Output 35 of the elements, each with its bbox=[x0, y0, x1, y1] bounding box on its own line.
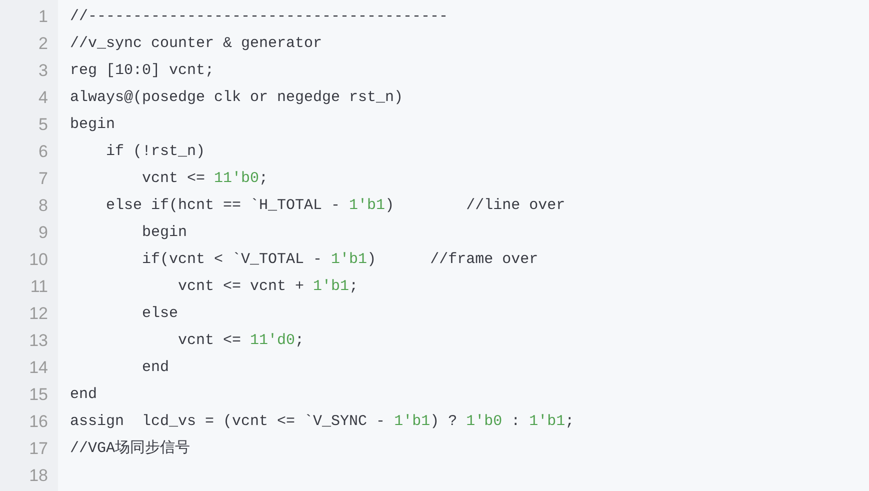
code-line: reg [10:0] vcnt; bbox=[70, 61, 214, 81]
line-number: 13 bbox=[28, 331, 48, 351]
line-number: 9 bbox=[38, 223, 48, 243]
code-line: if(vcnt < `V_TOTAL - 1'b1) //frame over bbox=[141, 250, 538, 270]
code-line: assign lcd_vs = (vcnt <= `V_SYNC - 1'b1) ? 1'b0 : 1'b1; bbox=[70, 412, 574, 432]
line-number: 12 bbox=[28, 304, 48, 324]
line-number: 3 bbox=[38, 61, 48, 81]
code-line: end bbox=[141, 358, 170, 378]
code-line: begin bbox=[70, 115, 116, 135]
code-line: always@(posedge clk or negedge rst_n) bbox=[70, 88, 404, 108]
code-line: vcnt <= 11'd0; bbox=[177, 331, 304, 351]
code-line: else bbox=[141, 304, 178, 324]
code-line: if (!rst_n) bbox=[105, 142, 206, 162]
code-line: end bbox=[70, 385, 98, 405]
line-number: 4 bbox=[38, 88, 48, 108]
code-line: begin bbox=[141, 223, 188, 243]
line-number: 14 bbox=[28, 358, 48, 378]
code-comment: //VGA场同步信号 bbox=[70, 439, 190, 459]
line-number: 6 bbox=[38, 142, 48, 162]
code-comment: //---------------------------------------- bbox=[70, 7, 448, 27]
code-line: vcnt <= 11'b0; bbox=[141, 169, 268, 189]
line-number: 18 bbox=[28, 466, 48, 486]
code-line: vcnt <= vcnt + 1'b1; bbox=[177, 277, 358, 297]
line-number: 10 bbox=[28, 250, 48, 270]
code-comment: //v_sync counter & generator bbox=[70, 34, 322, 54]
line-number: 15 bbox=[28, 385, 48, 405]
line-number: 5 bbox=[38, 115, 48, 135]
line-number: 1 bbox=[38, 7, 48, 27]
line-number: 17 bbox=[28, 439, 48, 459]
line-number: 2 bbox=[38, 34, 48, 54]
code-line: else if(hcnt == `H_TOTAL - 1'b1) //line over bbox=[105, 196, 566, 216]
line-number: 7 bbox=[38, 169, 48, 189]
line-number: 16 bbox=[28, 412, 48, 432]
line-number: 11 bbox=[29, 277, 48, 297]
line-number: 8 bbox=[38, 196, 48, 216]
